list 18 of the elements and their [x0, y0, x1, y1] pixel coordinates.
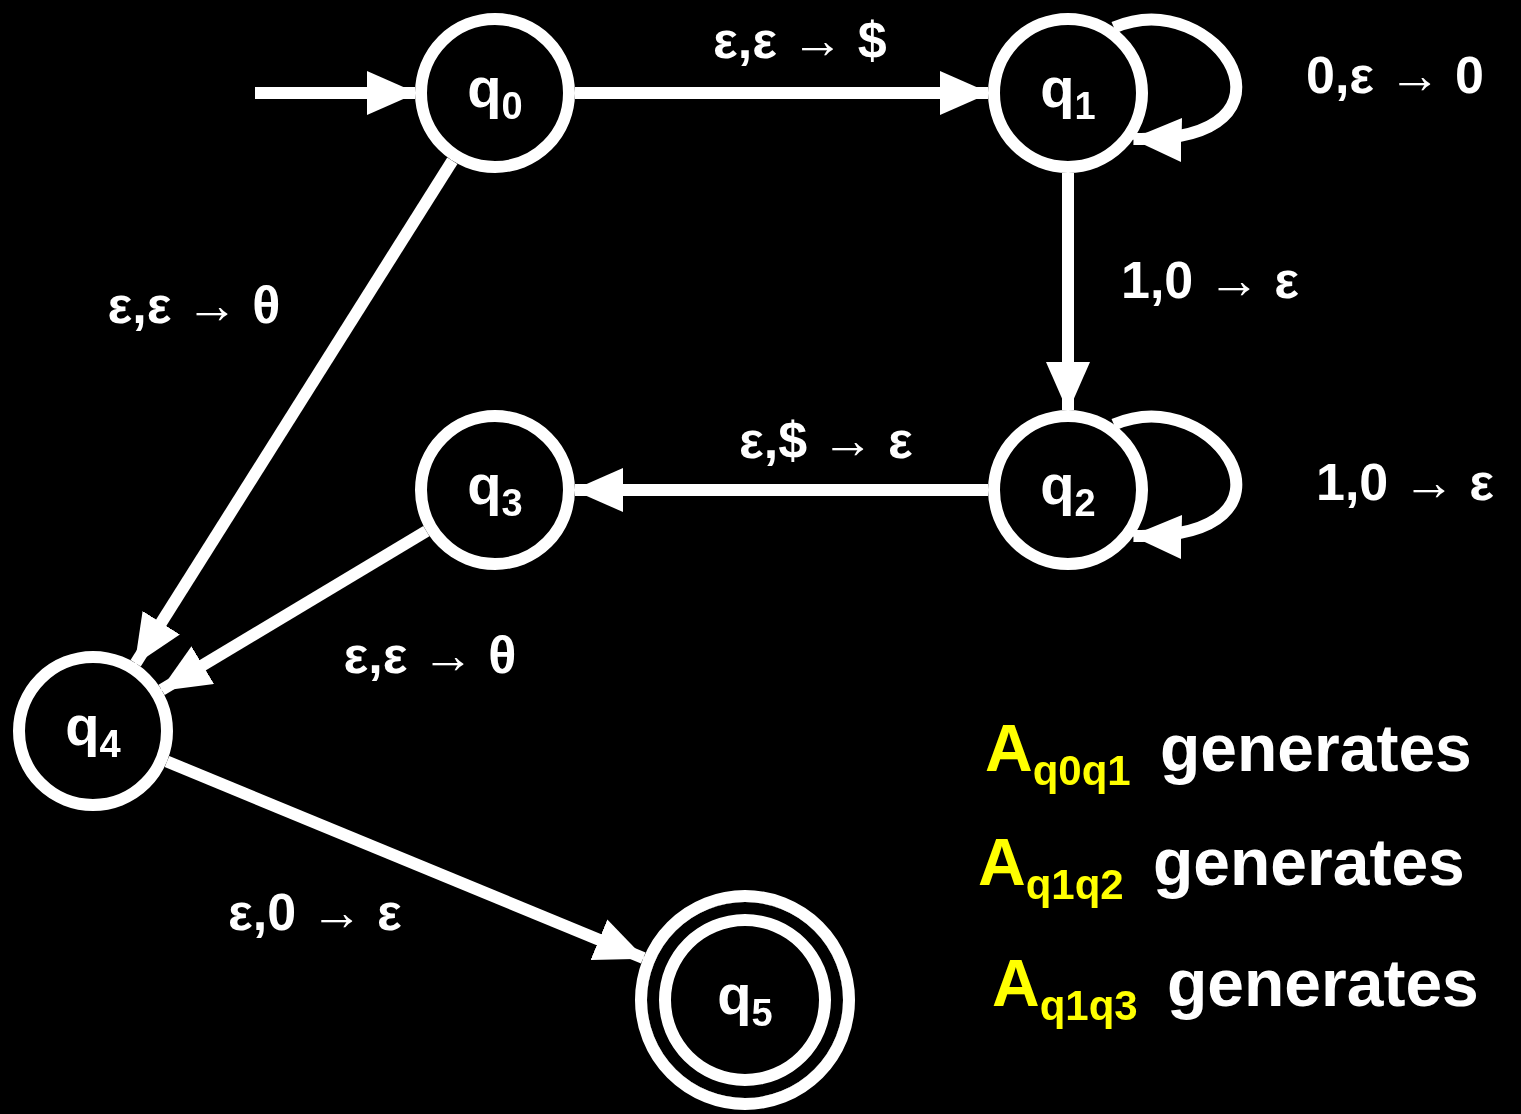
- self-loop-arrow: [1112, 14, 1243, 159]
- nonterminal-label: A$_{q0q1}$: [985, 715, 1131, 793]
- state-label: q$_{1}$: [1040, 60, 1096, 126]
- state-label: q$_{4}$: [65, 698, 121, 764]
- nonterminal-label: A$_{q1q2}$: [978, 829, 1124, 907]
- transition-arrow: [1046, 173, 1090, 412]
- self-loop-arrow: [1112, 411, 1243, 556]
- transition-arrow: [130, 157, 458, 667]
- transition-arrow: [573, 468, 988, 512]
- state-label: q$_{2}$: [1040, 457, 1096, 523]
- nonterminal-label: A$_{q1q3}$: [992, 950, 1138, 1028]
- state-label: q$_{5}$: [717, 967, 773, 1033]
- transition-arrow: [575, 71, 990, 115]
- state-label: q$_{0}$: [467, 60, 523, 126]
- start-arrow: [255, 71, 417, 115]
- transition-arrow: [158, 526, 430, 695]
- state-label: q$_{3}$: [467, 457, 523, 523]
- transition-arrow: [164, 755, 646, 964]
